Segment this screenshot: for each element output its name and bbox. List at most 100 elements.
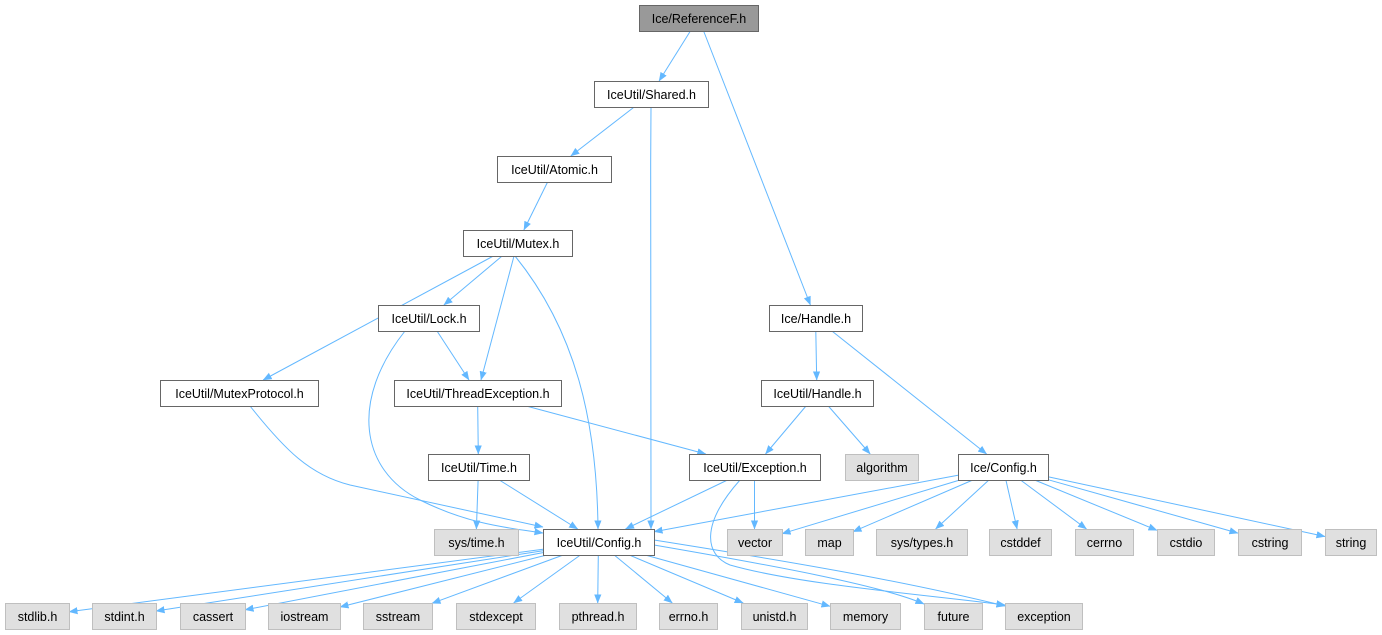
node-iceutil-atomic[interactable]: IceUtil/Atomic.h [497, 156, 612, 183]
node-box-iceutil-threadexception [394, 380, 562, 407]
edge-iceutil-lock-to-iceutil-threadexception [436, 330, 470, 381]
edge-iceutil-handle-to-algorithm [827, 405, 871, 455]
node-box-cassert [180, 603, 246, 630]
edge-ice-handle-to-ice-config [831, 330, 987, 455]
node-label-sys-time: sys/time.h [448, 536, 504, 550]
node-ice-config[interactable]: Ice/Config.h [958, 454, 1049, 481]
node-stdexcept: stdexcept [456, 603, 536, 630]
node-iceutil-threadexception[interactable]: IceUtil/ThreadException.h [394, 380, 562, 407]
edge-iceutil-mutex-to-iceutil-lock [443, 255, 503, 306]
node-box-pthread [559, 603, 637, 630]
node-iceutil-mutexprotocol[interactable]: IceUtil/MutexProtocol.h [160, 380, 319, 407]
node-box-iostream [268, 603, 341, 630]
node-label-ice-referencef: Ice/ReferenceF.h [652, 12, 747, 26]
node-box-iceutil-atomic [497, 156, 612, 183]
edge-ice-config-to-cstring [1047, 479, 1239, 535]
node-box-ice-config [958, 454, 1049, 481]
edge-iceutil-config-to-sstream [431, 554, 564, 604]
node-iceutil-exception[interactable]: IceUtil/Exception.h [689, 454, 821, 481]
node-pthread: pthread.h [559, 603, 637, 630]
node-ice-handle[interactable]: Ice/Handle.h [769, 305, 863, 332]
node-label-ice-config: Ice/Config.h [970, 461, 1037, 475]
edge-iceutil-config-to-future [653, 544, 925, 605]
node-label-memory: memory [843, 610, 889, 624]
node-label-iceutil-mutexprotocol: IceUtil/MutexProtocol.h [175, 387, 304, 401]
node-box-iceutil-shared [594, 81, 709, 108]
edge-iceutil-config-to-exception [653, 539, 1006, 608]
node-box-exception [1005, 603, 1083, 630]
node-box-iceutil-mutexprotocol [160, 380, 319, 407]
node-future: future [924, 603, 983, 630]
node-algorithm: algorithm [845, 454, 919, 481]
edge-ice-config-to-sys-types [935, 479, 990, 530]
node-label-iostream: iostream [281, 610, 329, 624]
node-box-cstddef [989, 529, 1052, 556]
edge-iceutil-exception-to-exception [710, 479, 1006, 608]
node-layer: Ice/ReferenceF.hIceUtil/Shared.hIceUtil/… [5, 5, 1377, 630]
edge-ice-referencef-to-iceutil-shared [658, 30, 691, 82]
node-iceutil-shared[interactable]: IceUtil/Shared.h [594, 81, 709, 108]
edge-iceutil-config-to-pthread [594, 554, 602, 604]
edge-layer [68, 30, 1326, 615]
edge-iceutil-config-to-cassert [244, 552, 544, 612]
node-label-iceutil-atomic: IceUtil/Atomic.h [511, 163, 598, 177]
node-label-vector: vector [738, 536, 772, 550]
node-iceutil-time[interactable]: IceUtil/Time.h [428, 454, 530, 481]
node-box-iceutil-exception [689, 454, 821, 481]
edge-ice-config-to-cerrno [1020, 479, 1087, 530]
node-label-string: string [1336, 536, 1367, 550]
edge-iceutil-config-to-unistd [629, 554, 744, 604]
node-unistd: unistd.h [741, 603, 808, 630]
node-iceutil-lock[interactable]: IceUtil/Lock.h [378, 305, 480, 332]
node-label-iceutil-threadexception: IceUtil/ThreadException.h [406, 387, 549, 401]
edge-iceutil-shared-to-iceutil-config [647, 106, 655, 530]
edge-iceutil-exception-to-iceutil-config [625, 479, 728, 530]
edge-iceutil-config-to-stdlib [68, 548, 544, 615]
node-iceutil-handle[interactable]: IceUtil/Handle.h [761, 380, 874, 407]
edge-ice-config-to-iceutil-config [653, 474, 959, 534]
node-box-cstdio [1157, 529, 1215, 556]
node-label-stdlib: stdlib.h [18, 610, 58, 624]
node-label-iceutil-exception: IceUtil/Exception.h [703, 461, 807, 475]
node-box-ice-handle [769, 305, 863, 332]
node-iceutil-mutex[interactable]: IceUtil/Mutex.h [463, 230, 573, 257]
node-sys-types: sys/types.h [876, 529, 968, 556]
node-label-iceutil-handle: IceUtil/Handle.h [773, 387, 861, 401]
node-exception: exception [1005, 603, 1083, 630]
edge-iceutil-mutexprotocol-to-iceutil-config [249, 405, 544, 529]
edge-iceutil-atomic-to-iceutil-mutex [523, 181, 549, 231]
edge-ice-config-to-cstddef [1005, 479, 1019, 530]
node-box-sys-time [434, 529, 519, 556]
edge-iceutil-shared-to-iceutil-atomic [570, 106, 635, 157]
edge-iceutil-time-to-sys-time [473, 479, 481, 530]
node-label-iceutil-lock: IceUtil/Lock.h [391, 312, 466, 326]
node-box-iceutil-config [543, 529, 655, 556]
node-box-sys-types [876, 529, 968, 556]
node-box-vector [727, 529, 783, 556]
node-sstream: sstream [363, 603, 433, 630]
node-stdlib: stdlib.h [5, 603, 70, 630]
node-cassert: cassert [180, 603, 246, 630]
node-label-errno: errno.h [669, 610, 709, 624]
edge-iceutil-time-to-iceutil-config [499, 479, 579, 530]
edge-iceutil-config-to-errno [613, 554, 673, 604]
edge-ice-config-to-cstdio [1034, 479, 1158, 531]
node-label-sstream: sstream [376, 610, 420, 624]
node-label-iceutil-mutex: IceUtil/Mutex.h [477, 237, 560, 251]
node-box-sstream [363, 603, 433, 630]
edge-iceutil-config-to-stdexcept [513, 554, 581, 604]
edge-iceutil-config-to-iostream [339, 554, 547, 609]
node-iceutil-config[interactable]: IceUtil/Config.h [543, 529, 655, 556]
node-ice-referencef[interactable]: Ice/ReferenceF.h [639, 5, 759, 32]
node-label-iceutil-config: IceUtil/Config.h [557, 536, 642, 550]
node-box-iceutil-lock [378, 305, 480, 332]
edge-ice-handle-to-iceutil-handle [812, 330, 821, 381]
node-string: string [1325, 529, 1377, 556]
edge-iceutil-threadexception-to-iceutil-time [474, 405, 482, 455]
node-cstring: cstring [1238, 529, 1302, 556]
node-label-cerrno: cerrno [1087, 536, 1122, 550]
node-box-stdexcept [456, 603, 536, 630]
node-cerrno: cerrno [1075, 529, 1134, 556]
node-label-stdexcept: stdexcept [469, 610, 523, 624]
